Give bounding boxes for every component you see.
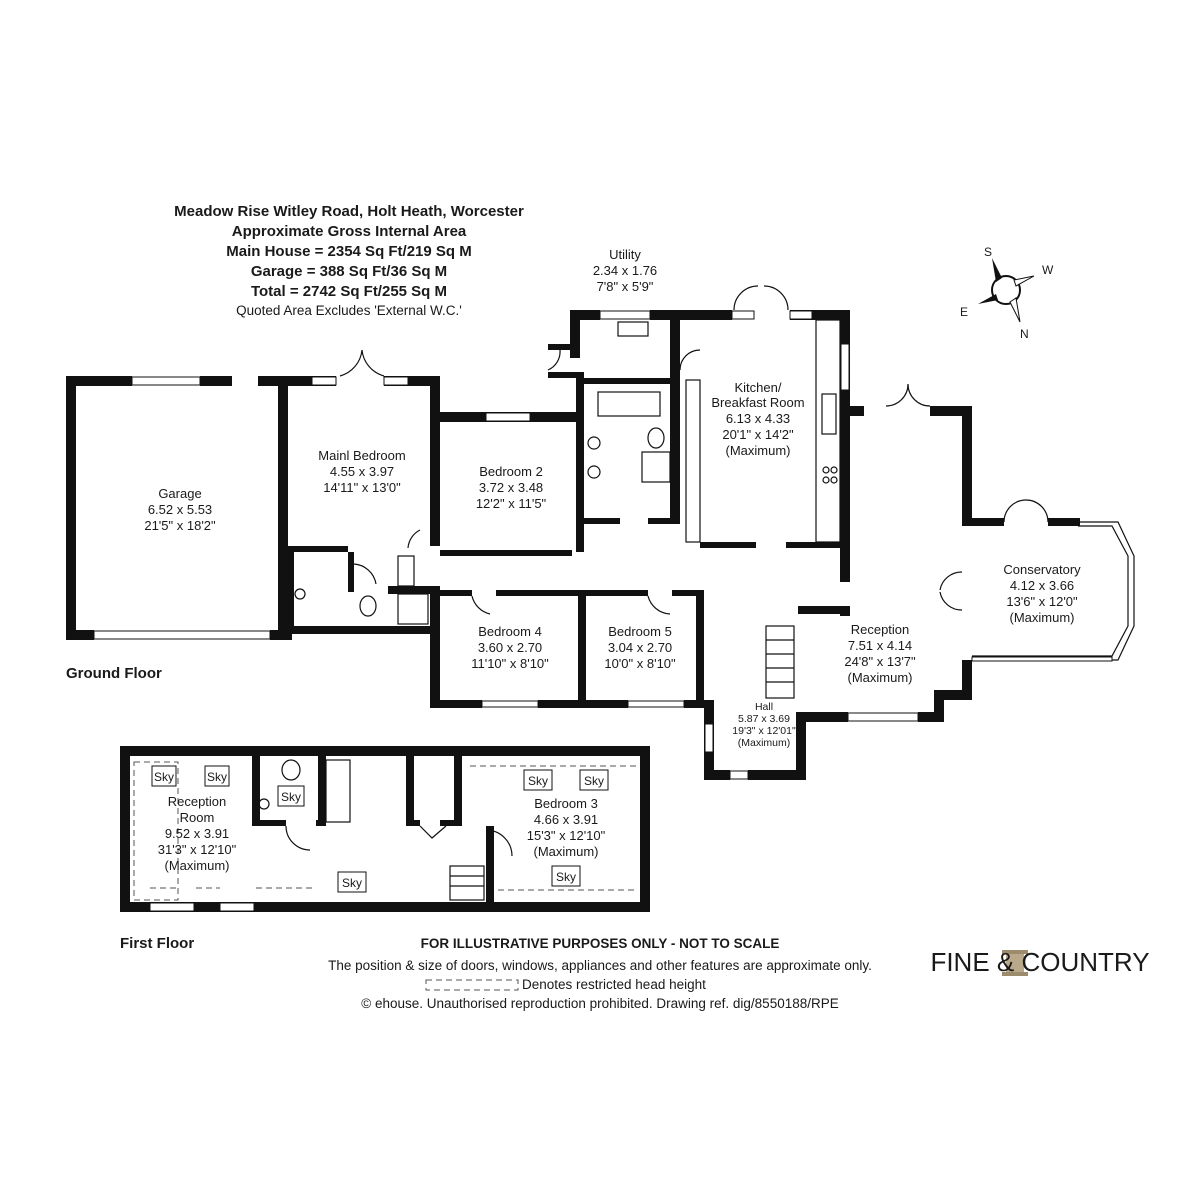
reception-imperial: 24'8" x 13'7" bbox=[844, 654, 916, 669]
svg-text:Sky: Sky bbox=[281, 790, 301, 804]
utility-name: Utility bbox=[609, 247, 641, 262]
disclaimer: FOR ILLUSTRATIVE PURPOSES ONLY - NOT TO … bbox=[421, 936, 780, 951]
compass-e: E bbox=[960, 305, 968, 319]
ff-reception-imperial: 31'3" x 12'10" bbox=[158, 842, 237, 857]
utility-metric: 2.34 x 1.76 bbox=[593, 263, 657, 278]
garage-name: Garage bbox=[158, 486, 201, 501]
compass-n: N bbox=[1020, 327, 1029, 341]
ff-reception-name-1: Reception bbox=[168, 794, 227, 809]
compass-s: S bbox=[984, 245, 992, 259]
restricted-height-legend-icon bbox=[425, 979, 519, 991]
conservatory-note: (Maximum) bbox=[1010, 610, 1075, 625]
svg-text:Sky: Sky bbox=[342, 876, 362, 890]
bedroom3-name: Bedroom 3 bbox=[534, 796, 598, 811]
conservatory-metric: 4.12 x 3.66 bbox=[1010, 578, 1074, 593]
skylight-icon: Sky bbox=[579, 769, 609, 791]
svg-text:Sky: Sky bbox=[584, 774, 604, 788]
ff-reception-name-2: Room bbox=[180, 810, 215, 825]
ground-floor-labels: Utility 2.34 x 1.76 7'8" x 5'9" Kitchen/… bbox=[66, 247, 1081, 749]
bedroom5-name: Bedroom 5 bbox=[608, 624, 672, 639]
garage-imperial: 21'5" x 18'2" bbox=[144, 518, 216, 533]
first-floor-labels: Reception Room 9.52 x 3.91 31'3" x 12'10… bbox=[120, 794, 606, 952]
hall-metric: 5.87 x 3.69 bbox=[738, 713, 790, 725]
copyright: © ehouse. Unauthorised reproduction proh… bbox=[361, 996, 839, 1011]
main-bedroom-imperial: 14'11" x 13'0" bbox=[323, 480, 401, 495]
bedroom4-name: Bedroom 4 bbox=[478, 624, 542, 639]
logo-text: FINE & COUNTRY bbox=[930, 947, 1149, 977]
skylight-icon: Sky bbox=[523, 769, 553, 791]
bedroom2-metric: 3.72 x 3.48 bbox=[479, 480, 543, 495]
svg-text:Sky: Sky bbox=[556, 870, 576, 884]
main-house-area: Main House = 2354 Sq Ft/219 Sq M bbox=[226, 243, 472, 260]
bedroom4-imperial: 11'10" x 8'10" bbox=[471, 656, 549, 671]
compass-w: W bbox=[1042, 263, 1054, 277]
first-floor-label: First Floor bbox=[120, 935, 194, 952]
svg-text:Sky: Sky bbox=[154, 770, 174, 784]
skylight-icon: Sky bbox=[337, 871, 367, 893]
skylight-icon: Sky bbox=[151, 765, 177, 787]
reception-note: (Maximum) bbox=[848, 670, 913, 685]
main-bedroom-metric: 4.55 x 3.97 bbox=[330, 464, 394, 479]
bedroom2-name: Bedroom 2 bbox=[479, 464, 543, 479]
skylight-icon: Sky bbox=[277, 785, 305, 807]
skylight-icon: Sky bbox=[204, 765, 230, 787]
skylight-icon: Sky bbox=[551, 865, 581, 887]
bedroom3-note: (Maximum) bbox=[534, 844, 599, 859]
area-title: Approximate Gross Internal Area bbox=[232, 223, 467, 240]
fine-and-country-logo: FINE & COUNTRY bbox=[930, 947, 1149, 977]
kitchen-imperial: 20'1" x 14'2" bbox=[722, 427, 794, 442]
bedroom4-metric: 3.60 x 2.70 bbox=[478, 640, 542, 655]
kitchen-note: (Maximum) bbox=[726, 443, 791, 458]
hall-name: Hall bbox=[755, 701, 773, 713]
utility-imperial: 7'8" x 5'9" bbox=[597, 279, 654, 294]
legend-text: Denotes restricted head height bbox=[522, 977, 706, 992]
hall-note: (Maximum) bbox=[738, 737, 791, 749]
position-note: The position & size of doors, windows, a… bbox=[328, 958, 872, 973]
main-bedroom-name: Mainl Bedroom bbox=[318, 448, 405, 463]
reception-metric: 7.51 x 4.14 bbox=[848, 638, 912, 653]
garage-metric: 6.52 x 5.53 bbox=[148, 502, 212, 517]
conservatory-imperial: 13'6" x 12'0" bbox=[1006, 594, 1078, 609]
property-address: Meadow Rise Witley Road, Holt Heath, Wor… bbox=[174, 203, 524, 220]
bedroom5-imperial: 10'0" x 8'10" bbox=[604, 656, 676, 671]
reception-name: Reception bbox=[851, 622, 910, 637]
total-area: Total = 2742 Sq Ft/255 Sq M bbox=[251, 283, 447, 300]
bedroom3-imperial: 15'3" x 12'10" bbox=[527, 828, 606, 843]
kitchen-name-2: Breakfast Room bbox=[711, 395, 804, 410]
area-note: Quoted Area Excludes 'External W.C.' bbox=[236, 303, 462, 318]
svg-text:Sky: Sky bbox=[528, 774, 548, 788]
footer: FOR ILLUSTRATIVE PURPOSES ONLY - NOT TO … bbox=[328, 936, 872, 1011]
kitchen-metric: 6.13 x 4.33 bbox=[726, 411, 790, 426]
ff-reception-note: (Maximum) bbox=[165, 858, 230, 873]
header: Meadow Rise Witley Road, Holt Heath, Wor… bbox=[174, 203, 524, 318]
first-floor-walls bbox=[120, 746, 650, 912]
first-floor-skylights: Sky Sky Sky Sky Sky Sky Sky bbox=[151, 765, 609, 893]
bedroom5-metric: 3.04 x 2.70 bbox=[608, 640, 672, 655]
hall-imperial: 19'3" x 12'01" bbox=[732, 725, 796, 737]
ground-floor-label: Ground Floor bbox=[66, 665, 162, 682]
ff-reception-metric: 9.52 x 3.91 bbox=[165, 826, 229, 841]
ground-floor-walls bbox=[66, 285, 1135, 780]
svg-text:Sky: Sky bbox=[207, 770, 227, 784]
compass-icon: S W E N bbox=[960, 245, 1054, 341]
kitchen-name-1: Kitchen/ bbox=[735, 380, 782, 395]
garage-area: Garage = 388 Sq Ft/36 Sq M bbox=[251, 263, 447, 280]
bedroom3-metric: 4.66 x 3.91 bbox=[534, 812, 598, 827]
bedroom2-imperial: 12'2" x 11'5" bbox=[476, 496, 547, 511]
conservatory-name: Conservatory bbox=[1003, 562, 1081, 577]
